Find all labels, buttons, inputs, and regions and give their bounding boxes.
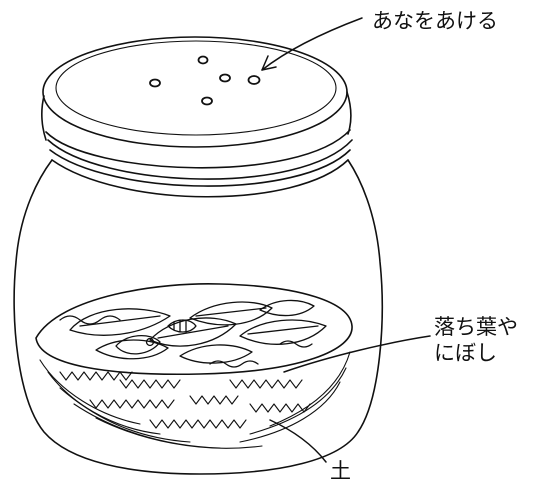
leaf <box>79 315 161 327</box>
holes-arrow <box>261 17 363 71</box>
leaf <box>157 325 229 339</box>
soil-zigzag <box>249 403 311 413</box>
dried-fish <box>115 335 161 355</box>
lid-bottom-band-2 <box>47 139 353 180</box>
soil-hatch <box>73 403 221 449</box>
leaf-scribble <box>209 360 259 368</box>
soil-zigzag <box>89 399 175 409</box>
label-soil: 土 <box>330 459 351 483</box>
lid <box>41 36 353 198</box>
soil-zigzag <box>59 371 133 381</box>
soil-hatch <box>39 359 141 425</box>
air-hole <box>247 75 261 85</box>
leaf-scribble <box>279 340 313 348</box>
holes-arrowhead <box>261 55 277 71</box>
air-hole <box>149 78 161 88</box>
soil-zigzag <box>229 379 303 389</box>
leaf-scribble <box>59 315 121 325</box>
soil-zigzag <box>149 419 247 429</box>
leaf <box>179 344 253 364</box>
soil-hatch <box>59 387 191 443</box>
label-leaves: 落ち葉や にぼし <box>434 314 518 367</box>
air-hole <box>197 55 209 65</box>
jar-outline <box>13 159 383 475</box>
leaves-layer <box>59 299 327 368</box>
leaf <box>195 307 267 317</box>
leaf <box>69 308 171 336</box>
air-hole <box>201 96 213 106</box>
label-holes: あなをあける <box>372 9 498 33</box>
air-holes <box>149 55 261 106</box>
soil-hatch <box>269 351 351 427</box>
label-leaves-line1: 落ち葉や <box>434 315 518 339</box>
leaf <box>247 325 319 335</box>
label-leaves-line2: にぼし <box>434 341 497 366</box>
soil-hatch <box>249 367 347 435</box>
leaf <box>239 319 327 345</box>
soil-surface <box>35 283 353 376</box>
soil-hatch <box>239 381 341 443</box>
lid-top <box>42 36 348 148</box>
air-hole <box>219 73 231 83</box>
annotations <box>261 17 431 463</box>
lid-side-left <box>41 95 47 141</box>
leaf <box>259 299 315 317</box>
lid-bottom-band-1 <box>45 129 351 169</box>
soil-layer <box>39 351 351 449</box>
dried-fish-eye <box>145 337 155 347</box>
lid-bottom-band-4 <box>51 159 349 198</box>
soil-zigzag <box>119 379 181 389</box>
leaf <box>95 339 169 360</box>
soil-leader-line <box>269 419 327 463</box>
leaves-leader-line <box>283 335 431 373</box>
soil-hatch <box>95 417 263 449</box>
leaf <box>189 301 273 326</box>
lid-top-inner-rim <box>55 40 337 136</box>
soil-zigzag <box>189 395 239 405</box>
jar-body <box>13 159 383 475</box>
dried-fish <box>167 319 197 333</box>
lid-bottom-band-3 <box>49 149 351 187</box>
lid-side-right <box>346 91 352 135</box>
